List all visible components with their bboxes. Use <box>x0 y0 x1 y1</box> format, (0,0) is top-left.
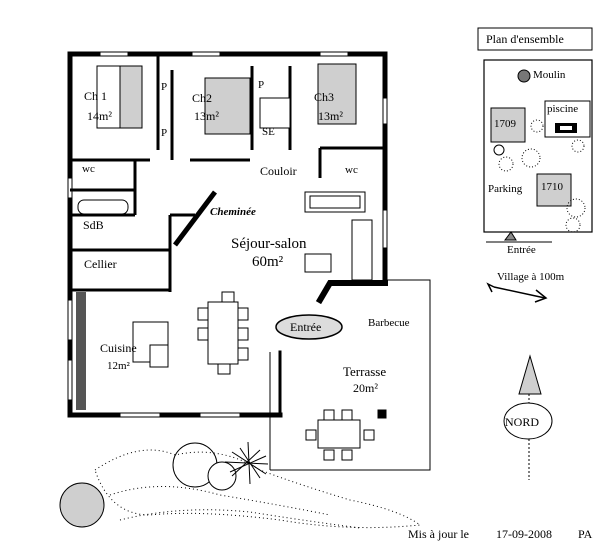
site-entrance-label: Entrée <box>507 244 536 256</box>
barbecue-label: Barbecue <box>368 317 410 329</box>
lot-1709-label: 1709 <box>494 118 516 130</box>
compass-icon <box>503 354 553 480</box>
room-p-label: P <box>161 127 168 139</box>
terrace <box>269 279 431 471</box>
room-couloir-label: Couloir <box>260 164 297 178</box>
windows <box>67 51 388 418</box>
room-ch1-area: 14m² <box>87 109 112 123</box>
fireplace-label: Cheminée <box>210 206 256 218</box>
piscine-label: piscine <box>547 103 579 115</box>
room-ch2-area: 13m² <box>194 109 219 123</box>
room-wc-label: wc <box>345 164 358 176</box>
room-sejour-name: Séjour-salon <box>231 236 307 252</box>
room-cuisine-area: 12m² <box>107 360 130 372</box>
room-se-label: SE <box>262 126 275 138</box>
parking-label: Parking <box>488 183 523 195</box>
footer-author: PA <box>578 527 593 541</box>
footer-date: 17-09-2008 <box>496 527 552 541</box>
furniture <box>77 63 373 375</box>
lot-1710-label: 1710 <box>541 181 563 193</box>
site-plan <box>477 27 593 243</box>
moulin-label: Moulin <box>533 69 566 81</box>
room-ch2-name: Ch2 <box>192 91 213 105</box>
room-p-label: P <box>258 79 265 91</box>
compass-label: NORD <box>505 415 540 429</box>
fireplace-wall <box>173 190 217 247</box>
room-wc-label: wc <box>82 163 95 175</box>
room-sdb-label: SdB <box>83 218 104 232</box>
village-arrow-icon <box>486 282 548 303</box>
footer-prefix: Mis à jour le <box>408 527 469 541</box>
room-ch3-area: 13m² <box>318 109 343 123</box>
village-label: Village à 100m <box>497 271 565 283</box>
site-plan-title: Plan d'ensemble <box>486 32 564 46</box>
entrance-oval <box>275 314 343 340</box>
garden <box>59 441 422 529</box>
room-sejour-area: 60m² <box>252 254 284 270</box>
room-p-label: P <box>161 81 168 93</box>
room-cellier-label: Cellier <box>84 257 117 271</box>
kitchen-wall-strip <box>76 292 86 410</box>
terrace-name: Terrasse <box>343 364 387 379</box>
entrance-label: Entrée <box>290 320 322 334</box>
room-ch1-name: Ch 1 <box>84 89 108 103</box>
room-ch3-name: Ch3 <box>314 90 335 104</box>
terrace-area: 20m² <box>353 381 378 395</box>
room-cuisine-name: Cuisine <box>100 341 137 355</box>
